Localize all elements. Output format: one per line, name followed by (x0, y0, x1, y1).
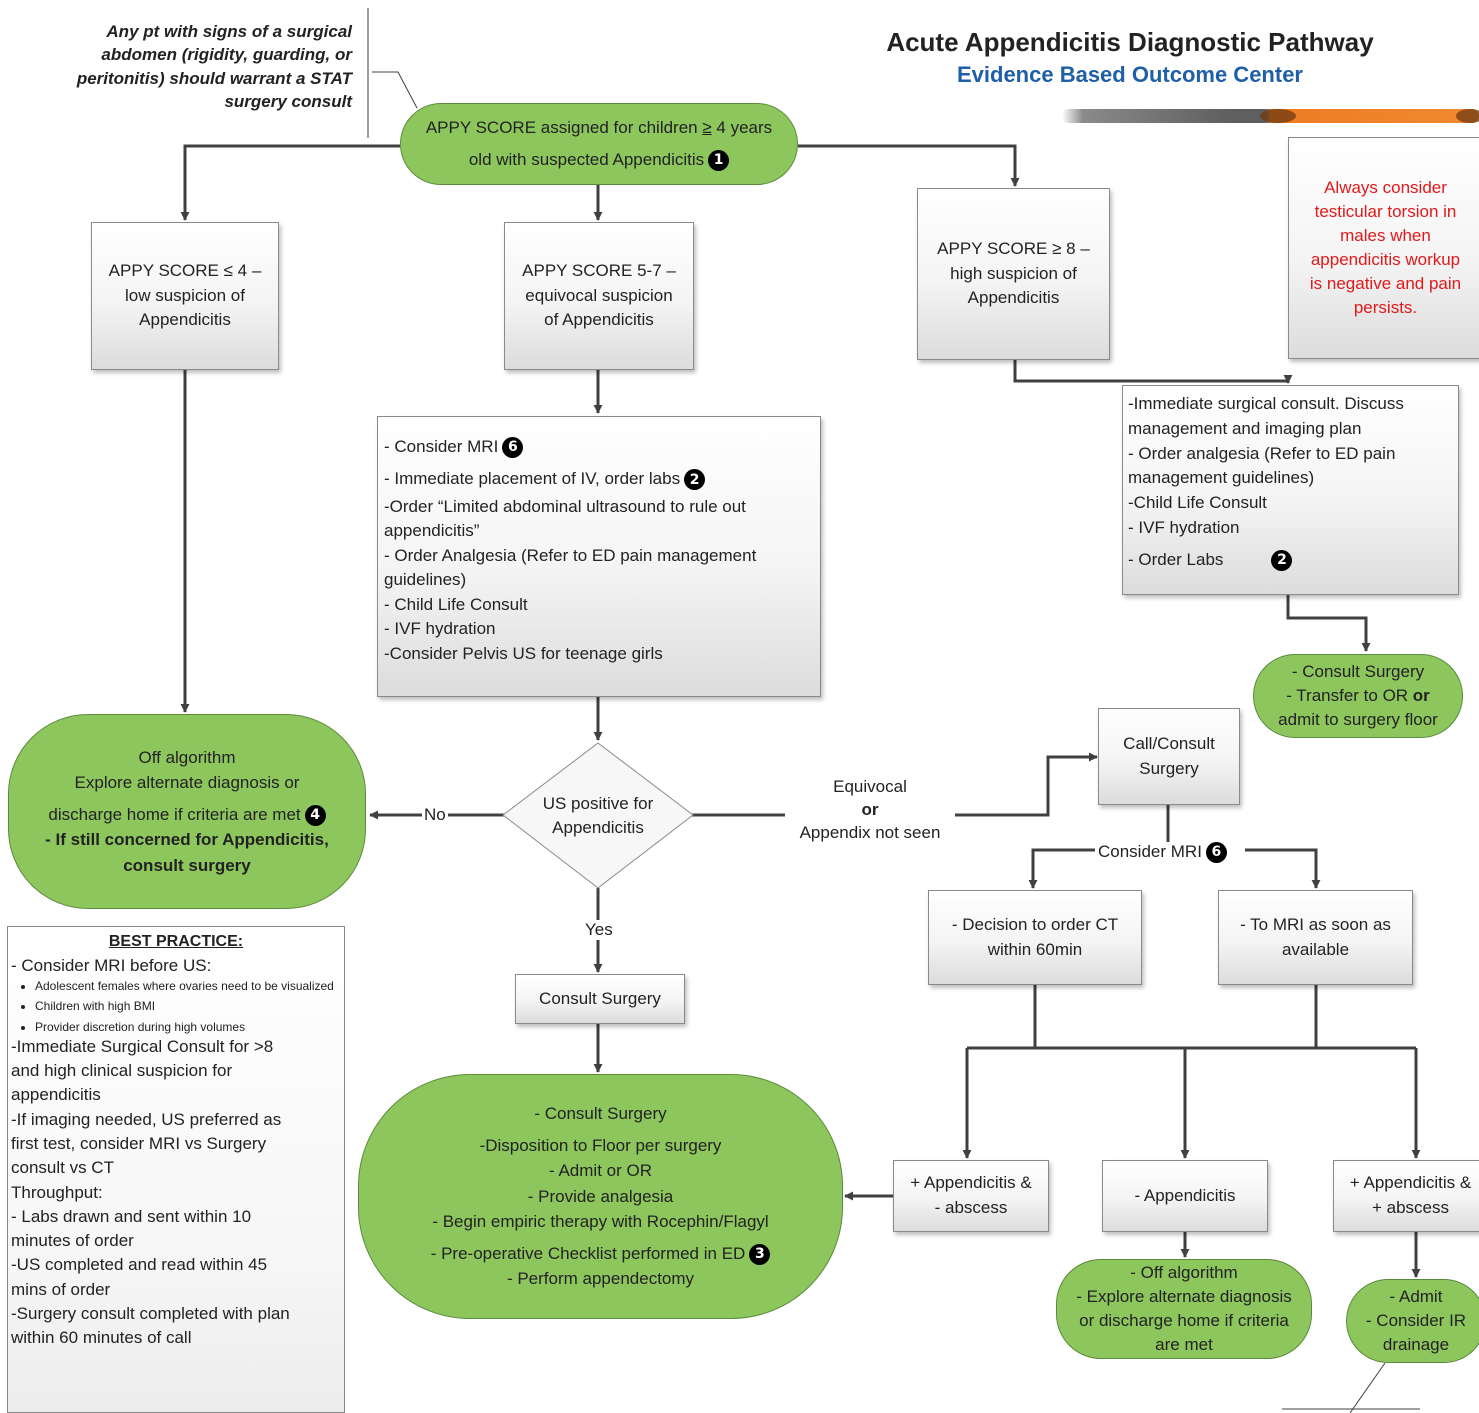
positive-no-abscess-box: + Appendicitis &- abscess (893, 1160, 1049, 1232)
off-algorithm-node: Off algorithm Explore alternate diagnosi… (8, 714, 366, 909)
callout-lines (367, 8, 1420, 1413)
page-title: Acute Appendicitis Diagnostic Pathway (886, 27, 1374, 57)
decision-diamond (502, 742, 694, 889)
consult-transfer-node: - Consult Surgery - Transfer to OR or ad… (1253, 654, 1463, 738)
testicular-torsion-note: Always consider testicular torsion in ma… (1288, 137, 1479, 359)
best-practice-title: BEST PRACTICE: (108, 933, 244, 950)
reference-marker-1: 1 (708, 150, 730, 172)
decision-us-positive: US positive for Appendicitis (542, 794, 654, 837)
reference-marker-6: 6 (1205, 842, 1227, 864)
admit-ir-drainage-node: - Admit - Consider IR drainage (1346, 1279, 1479, 1363)
negative-appendicitis-box: - Appendicitis (1102, 1160, 1268, 1232)
reference-marker-2: 2 (684, 469, 706, 491)
reference-marker-4: 4 (304, 804, 326, 826)
off-algorithm-2-node: - Off algorithm - Explore alternate diag… (1056, 1259, 1312, 1359)
positive-abscess-box: + Appendicitis &+ abscess (1333, 1160, 1479, 1232)
page-subtitle: Evidence Based Outcome Center (956, 62, 1303, 87)
reference-marker-3: 3 (749, 1243, 771, 1265)
surgery-plan-node: - Consult Surgery -Disposition to Floor … (358, 1074, 843, 1319)
start-appy-score-node: APPY SCORE assigned for children ≥ 4 yea… (400, 103, 798, 185)
surgical-abdomen-note: Any pt with signs of a surgical abdomen … (76, 22, 352, 112)
best-practice-panel: BEST PRACTICE: - Consider MRI before US:… (7, 926, 345, 1413)
consult-surgery-box: Consult Surgery (515, 974, 685, 1024)
edge-label-no: No (422, 805, 448, 826)
high-suspicion-actions-box: -Immediate surgical consult. Discuss man… (1122, 385, 1459, 595)
reference-marker-6: 6 (502, 437, 524, 459)
edge-label-equivocal: Equivocal or Appendix not seen (785, 776, 955, 845)
edge-label-yes: Yes (583, 920, 615, 941)
reference-marker-2: 2 (1271, 549, 1293, 571)
